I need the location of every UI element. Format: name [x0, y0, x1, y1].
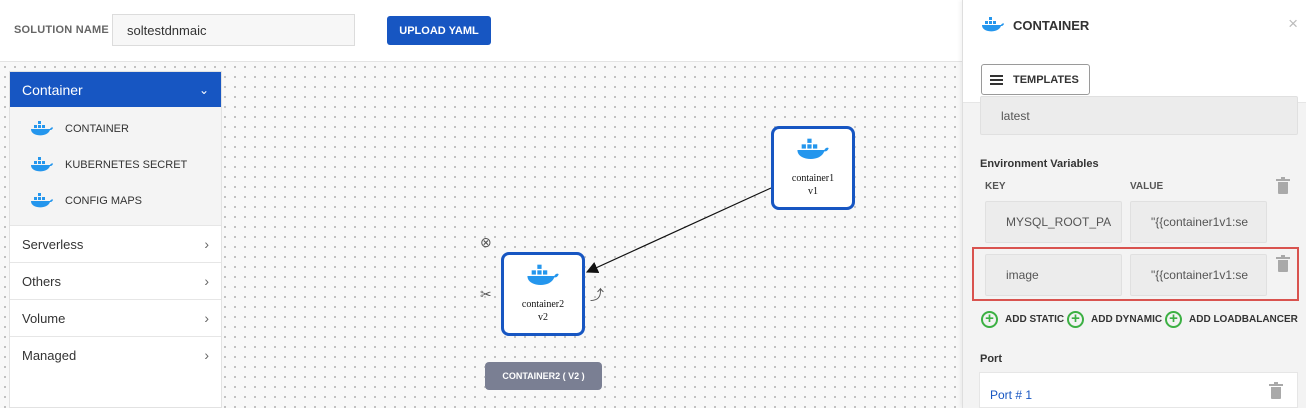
env-value-field[interactable]: "{{container1v1:se — [1130, 254, 1267, 296]
add-loadbalancer-button[interactable]: + ADD LOADBALANCER — [1165, 311, 1298, 328]
palette-section-others[interactable]: Others › — [10, 262, 221, 299]
palette-section-label: Others — [22, 273, 62, 289]
add-static-button[interactable]: + ADD STATIC — [981, 311, 1064, 328]
top-bar: SOLUTION NAME UPLOAD YAML — [0, 0, 962, 62]
add-circle-icon: + — [1165, 311, 1182, 328]
chevron-down-icon: ⌄ — [198, 82, 209, 97]
palette-item-label: CONTAINER — [65, 123, 129, 135]
add-dynamic-label: ADD DYNAMIC — [1091, 314, 1163, 325]
highlighted-env-row — [972, 247, 1299, 301]
palette-item-label: KUBERNETES SECRET — [65, 159, 188, 171]
palette-section-managed[interactable]: Managed › — [10, 336, 221, 373]
value-column-header: VALUE — [1130, 181, 1164, 192]
solution-name-input[interactable] — [112, 14, 355, 46]
port-title: Port — [980, 353, 1002, 365]
chevron-right-icon: › — [204, 310, 209, 326]
node-name: container1 — [791, 173, 835, 184]
palette-section-label: Volume — [22, 310, 66, 326]
env-key-field[interactable]: MYSQL_ROOT_PA — [985, 201, 1122, 243]
trash-icon[interactable] — [1276, 177, 1290, 194]
docker-icon — [797, 138, 829, 159]
trash-icon[interactable] — [1276, 255, 1290, 272]
node-container2[interactable]: container2 v2 — [501, 252, 585, 336]
palette-header-label: Container — [22, 81, 83, 98]
node-container1[interactable]: container1 v1 — [771, 126, 855, 210]
panel-header: CONTAINER — [963, 0, 1306, 50]
templates-button[interactable]: TEMPLATES — [981, 64, 1090, 95]
templates-label: TEMPLATES — [1013, 73, 1079, 86]
node-version: v2 — [538, 312, 548, 323]
env-value-field[interactable]: "{{container1v1:se — [1130, 201, 1267, 243]
palette-item-kubernetes-secret[interactable]: KUBERNETES SECRET — [10, 147, 221, 183]
palette-section-serverless[interactable]: Serverless › — [10, 225, 221, 262]
palette-section-label: Managed — [22, 347, 77, 363]
chevron-right-icon: › — [204, 236, 209, 252]
chevron-right-icon: › — [204, 273, 209, 289]
add-circle-icon: + — [1067, 311, 1084, 328]
selected-node-label: CONTAINER2 ( V2 ) — [485, 362, 602, 390]
palette-item-label: CONFIG MAPS — [65, 195, 143, 207]
image-tag-field[interactable]: latest — [980, 96, 1298, 135]
port-item[interactable]: Port # 1 — [979, 372, 1298, 408]
env-vars-title: Environment Variables — [980, 158, 1099, 170]
close-icon[interactable]: × — [1288, 14, 1298, 33]
add-static-label: ADD STATIC — [1005, 314, 1065, 325]
add-dynamic-button[interactable]: + ADD DYNAMIC — [1067, 311, 1162, 328]
component-palette: Container ⌄ CONTAINER KUBERNETES SECRET … — [9, 71, 222, 408]
docker-icon — [31, 193, 53, 208]
key-column-header: KEY — [985, 181, 1006, 192]
palette-header-container[interactable]: Container ⌄ — [10, 72, 221, 107]
link-icon[interactable]: ⤴ — [590, 287, 604, 303]
add-loadbalancer-label: ADD LOADBALANCER — [1189, 314, 1298, 325]
node-version: v1 — [808, 186, 818, 197]
port-item-label[interactable]: Port # 1 — [990, 388, 1033, 402]
solution-name-label: SOLUTION NAME — [14, 24, 109, 36]
docker-icon — [31, 157, 53, 172]
palette-items: CONTAINER KUBERNETES SECRET CONFIG MAPS — [10, 107, 221, 225]
chevron-right-icon: › — [204, 347, 209, 363]
add-circle-icon: + — [981, 311, 998, 328]
panel-title: CONTAINER — [1013, 17, 1090, 33]
docker-icon — [982, 17, 1004, 32]
menu-icon — [990, 74, 1003, 85]
close-circle-icon[interactable]: ⊗ — [480, 234, 492, 250]
scissors-icon[interactable]: ✂ — [480, 286, 492, 302]
palette-section-label: Serverless — [22, 236, 84, 252]
palette-section-volume[interactable]: Volume › — [10, 299, 221, 336]
docker-icon — [527, 264, 559, 285]
palette-item-config-maps[interactable]: CONFIG MAPS — [10, 183, 221, 219]
palette-item-container[interactable]: CONTAINER — [10, 111, 221, 147]
upload-yaml-button[interactable]: UPLOAD YAML — [387, 16, 491, 45]
env-key-field[interactable]: image — [985, 254, 1122, 296]
trash-icon[interactable] — [1269, 382, 1283, 399]
node-name: container2 — [521, 299, 565, 310]
docker-icon — [31, 121, 53, 136]
